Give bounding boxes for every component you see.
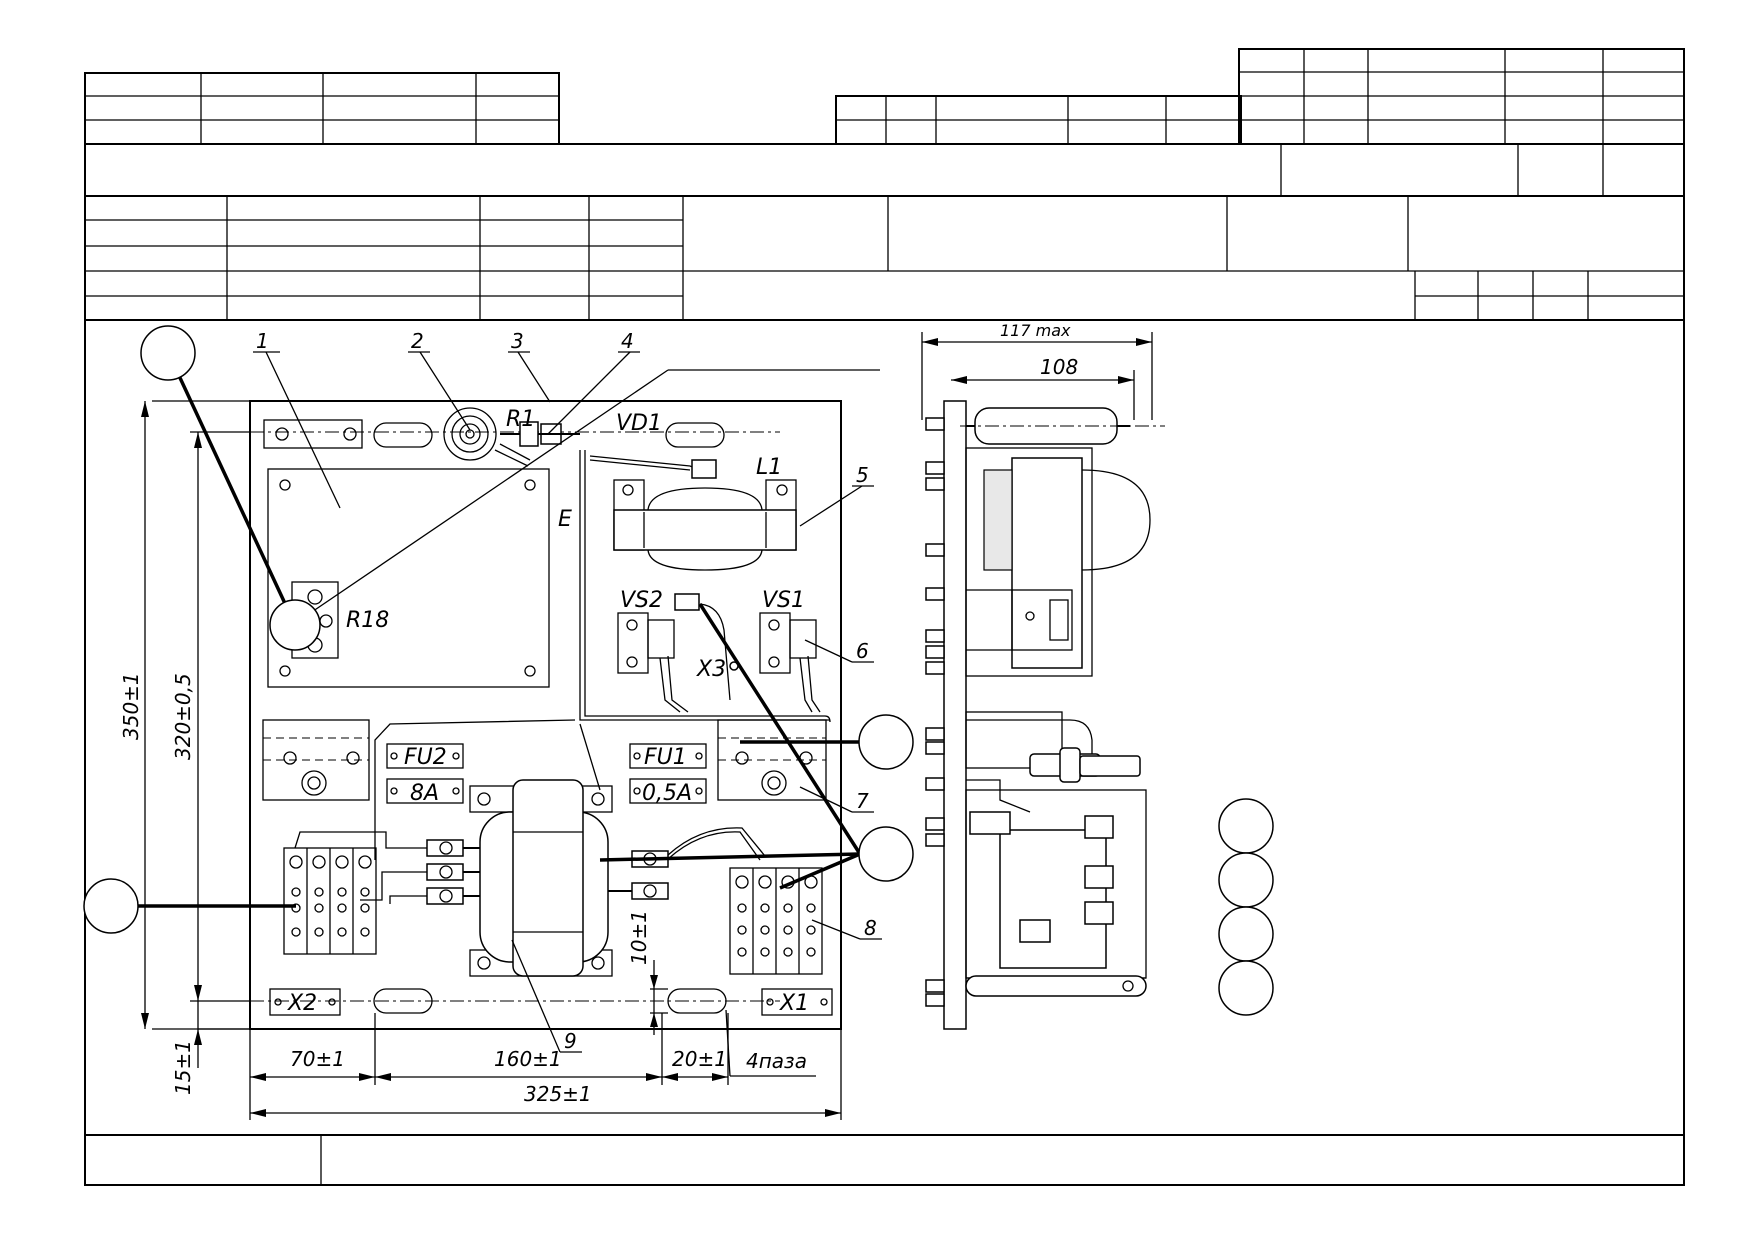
side-view: 117 max 108 (921, 321, 1165, 1030)
signature-table (85, 196, 684, 320)
label-l1: L1 (756, 455, 782, 480)
svg-text:7: 7 (856, 789, 869, 813)
label-vd1: VD1 (616, 411, 662, 436)
dimension-depth: 117 max 108 (921, 321, 1153, 420)
side-screws (925, 417, 945, 1007)
callouts (83, 325, 1274, 1016)
svg-text:20±1: 20±1 (672, 1047, 727, 1071)
label-fu2: FU2 (404, 745, 447, 770)
potentiometer-knob (443, 407, 497, 461)
label-x1: X1 (779, 991, 809, 1016)
leader-8: 8 (811, 916, 882, 940)
connector-top (691, 459, 717, 479)
leader-9: 9 (511, 939, 582, 1053)
callout-circle-answer-1[interactable] (1218, 798, 1274, 854)
leader-3: 3 (508, 329, 551, 403)
label-r1: R1 (506, 407, 535, 432)
dimension-width: 70±1 160±1 20±1 325±1 4паза (249, 1009, 842, 1120)
svg-text:108: 108 (1040, 355, 1078, 379)
leader-4: 4 (547, 329, 640, 435)
leader-6: 6 (804, 639, 874, 663)
front-view: R1 VD1 L1 E R18 VS2 VS1 X3 FU2 FU1 8A 0,… (119, 329, 882, 1120)
connector-x3 (674, 593, 700, 611)
label-vs2: VS2 (620, 588, 663, 613)
transformer (426, 779, 766, 977)
callout-circle-answer-2[interactable] (1218, 852, 1274, 908)
svg-text:8: 8 (864, 916, 877, 940)
thyristor-vs2 (617, 612, 689, 713)
svg-text:5: 5 (856, 463, 869, 487)
svg-text:350±1: 350±1 (119, 672, 143, 740)
revision-table-right (1238, 48, 1685, 145)
choke-l1 (613, 479, 797, 571)
svg-text:4паза: 4паза (746, 1049, 807, 1073)
title-block (84, 48, 1685, 1186)
callout-circle-answer-4[interactable] (1218, 960, 1274, 1016)
sheet-number-table (1414, 271, 1684, 320)
callout-circle-top-left[interactable] (140, 325, 196, 381)
leader-2: 2 (408, 329, 471, 431)
fuse-holder-fu2 (262, 719, 464, 804)
terminal-block-x2 (283, 847, 377, 955)
callout-circle-answer-3[interactable] (1218, 906, 1274, 962)
label-8a: 8A (410, 781, 439, 806)
dimension-slot: 10±1 (627, 910, 668, 1035)
callout-circle-fu1[interactable] (858, 714, 914, 770)
sheet-border (84, 143, 1685, 1186)
svg-text:2: 2 (411, 329, 424, 353)
label-fu1: FU1 (644, 745, 687, 770)
svg-text:4: 4 (621, 329, 634, 353)
callout-circle-r18[interactable] (269, 599, 321, 651)
side-panel-plate (943, 400, 967, 1030)
label-05a: 0,5A (642, 781, 692, 806)
thyristor-vs1 (759, 612, 821, 713)
dimension-height-total: 350±1 (119, 400, 250, 1030)
svg-text:9: 9 (564, 1029, 577, 1053)
svg-text:70±1: 70±1 (290, 1047, 345, 1071)
svg-text:1: 1 (256, 329, 269, 353)
svg-text:160±1: 160±1 (494, 1047, 562, 1071)
control-board (267, 468, 550, 688)
label-x3: X3 (696, 657, 726, 682)
revision-table-middle (835, 95, 1242, 145)
svg-text:10±1: 10±1 (627, 910, 651, 965)
fuse-holder-fu1 (629, 719, 827, 804)
label-vs1: VS1 (762, 588, 805, 613)
label-r18: R18 (346, 608, 389, 633)
terminal-block-x1 (729, 867, 823, 975)
svg-text:3: 3 (511, 329, 524, 353)
bottom-stamp (85, 1134, 1684, 1185)
svg-text:117 max: 117 max (1000, 321, 1071, 340)
label-e: E (558, 507, 572, 532)
revision-table-left (84, 72, 560, 145)
callout-circle-terminals[interactable] (858, 826, 914, 882)
label-x2: X2 (287, 991, 317, 1016)
callout-circle-left[interactable] (83, 878, 139, 934)
leader-1: 1 (253, 329, 341, 509)
mounting-panel (249, 400, 842, 1030)
dimension-height-holes: 320±0,5 15±1 (171, 431, 250, 1095)
leader-5: 5 (799, 463, 874, 527)
svg-text:6: 6 (856, 639, 869, 663)
svg-text:320±0,5: 320±0,5 (171, 673, 195, 760)
svg-text:15±1: 15±1 (171, 1040, 195, 1095)
svg-text:325±1: 325±1 (524, 1082, 592, 1106)
